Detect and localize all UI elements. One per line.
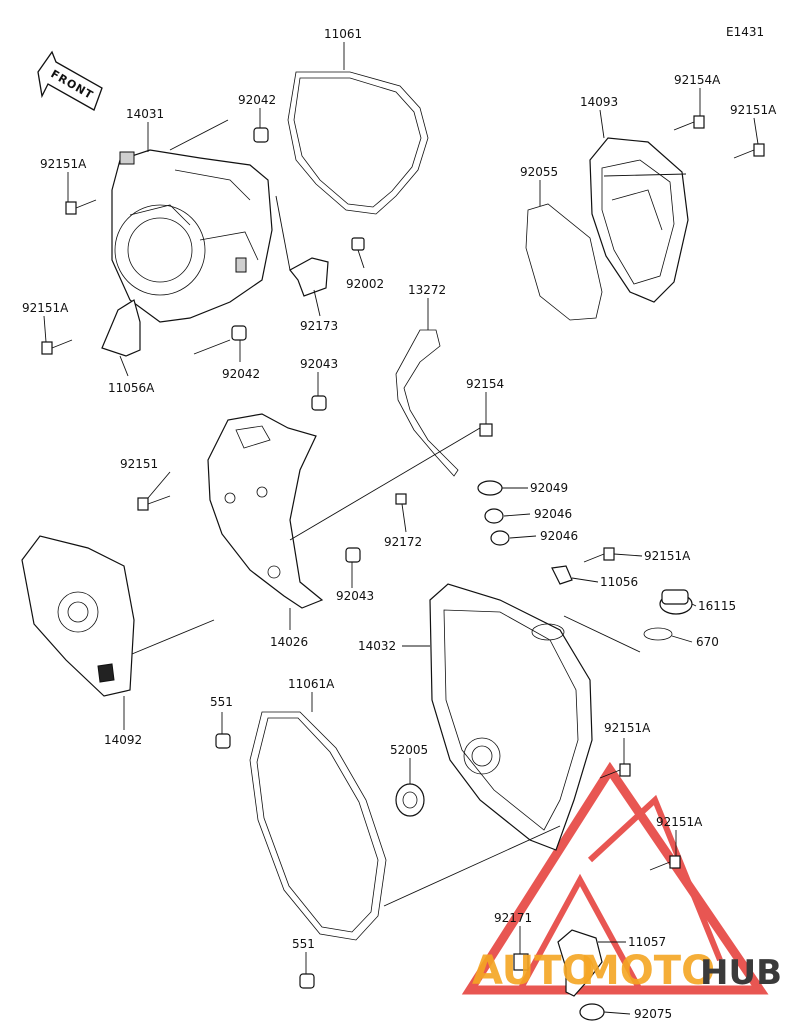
dowel-551-bottom: [299, 973, 315, 989]
label-670: 670: [696, 635, 719, 649]
label-92151a-4: 92151A: [644, 549, 691, 563]
watermark-hub: HUB: [700, 953, 782, 993]
bolt-92154: [479, 423, 493, 437]
bolt-92151-mid: [137, 495, 171, 511]
label-92002: 92002: [346, 277, 384, 291]
label-92046-top: 92046: [534, 507, 572, 521]
label-92075: 92075: [634, 1007, 672, 1021]
bracket-92173: [289, 257, 329, 297]
gasket-11061: [287, 71, 429, 215]
label-92042-top: 92042: [238, 93, 276, 107]
label-92043-top: 92043: [300, 357, 338, 371]
label-92154: 92154: [466, 377, 504, 391]
diagram-code: E1431: [726, 25, 764, 39]
label-92151a-2: 92151A: [22, 301, 69, 315]
bracket-14026: [207, 413, 324, 609]
bolt-92151a-left-mid: [41, 339, 73, 355]
label-92151: 92151: [120, 457, 158, 471]
bracket-11057: [557, 929, 603, 997]
gasket-92055: [525, 203, 603, 321]
plug-16115: [659, 589, 693, 615]
gasket-11061a: [249, 711, 387, 941]
label-92151a-5: 92151A: [604, 721, 651, 735]
label-13272: 13272: [408, 283, 446, 297]
seal-52005: [395, 783, 425, 817]
dowel-92043-bottom: [345, 547, 361, 563]
clip-92171: [513, 953, 529, 971]
label-16115: 16115: [698, 599, 736, 613]
label-14092: 14092: [104, 733, 142, 747]
label-11057: 11057: [628, 935, 666, 949]
watermark-text: AUTO MOTO HUB: [472, 948, 782, 994]
label-11061a: 11061A: [288, 677, 335, 691]
guard-14092: [21, 535, 135, 697]
bracket-11056a: [101, 299, 141, 357]
label-14032: 14032: [358, 639, 396, 653]
label-92154a: 92154A: [674, 73, 721, 87]
seal-92049: [477, 480, 503, 496]
part-labels: 11061 14031 92042 92151A 92002 92173 921…: [22, 27, 777, 1021]
label-92043-bottom: 92043: [336, 589, 374, 603]
leader-lines: [43, 42, 759, 1015]
label-92172: 92172: [384, 535, 422, 549]
label-92151a-3: 92151A: [730, 103, 777, 117]
bolt-92154a: [673, 115, 705, 131]
label-92055: 92055: [520, 165, 558, 179]
label-92042-bottom: 92042: [222, 367, 260, 381]
label-11056a: 11056A: [108, 381, 155, 395]
bolt-92002: [351, 237, 365, 251]
watermark-auto: AUTO: [472, 948, 596, 994]
label-14093: 14093: [580, 95, 618, 109]
label-52005: 52005: [390, 743, 428, 757]
label-92151a-1: 92151A: [40, 157, 87, 171]
cover-14093: [589, 137, 689, 303]
dowel-551-top: [215, 733, 231, 749]
clutch-cover-14032: [429, 583, 593, 851]
front-arrow-icon: FRONT: [37, 50, 103, 111]
bolt-92172: [395, 493, 407, 505]
dowel-92043-top: [311, 395, 327, 411]
label-551-bottom: 551: [292, 937, 315, 951]
label-14026: 14026: [270, 635, 308, 649]
gasket-13272: [395, 329, 459, 477]
generator-cover-14031: [111, 149, 273, 323]
label-92049: 92049: [530, 481, 568, 495]
label-92151a-6: 92151A: [656, 815, 703, 829]
dowel-92042-top: [253, 127, 269, 143]
clamp-11056: [551, 565, 573, 585]
watermark-logo: [461, 761, 769, 995]
bearing-92046-top: [484, 508, 504, 524]
label-11061: 11061: [324, 27, 362, 41]
bolt-92151a-right-top: [733, 143, 765, 159]
label-92171: 92171: [494, 911, 532, 925]
bolt-92151a-left-top: [65, 199, 97, 215]
label-92046-bottom: 92046: [540, 529, 578, 543]
bolt-92151a-right-mid: [583, 547, 615, 563]
label-14031: 14031: [126, 107, 164, 121]
bolt-92151a-lower-2: [649, 855, 681, 871]
watermark-moto: MOTO: [580, 948, 715, 994]
dowel-92042-bottom: [231, 325, 247, 341]
label-11056: 11056: [600, 575, 638, 589]
label-551-top: 551: [210, 695, 233, 709]
grommet-92075: [579, 1003, 605, 1021]
bearing-92046-bottom: [490, 530, 510, 546]
bolt-92151a-lower-1: [599, 763, 631, 779]
oring-670: [643, 627, 673, 641]
label-92173: 92173: [300, 319, 338, 333]
